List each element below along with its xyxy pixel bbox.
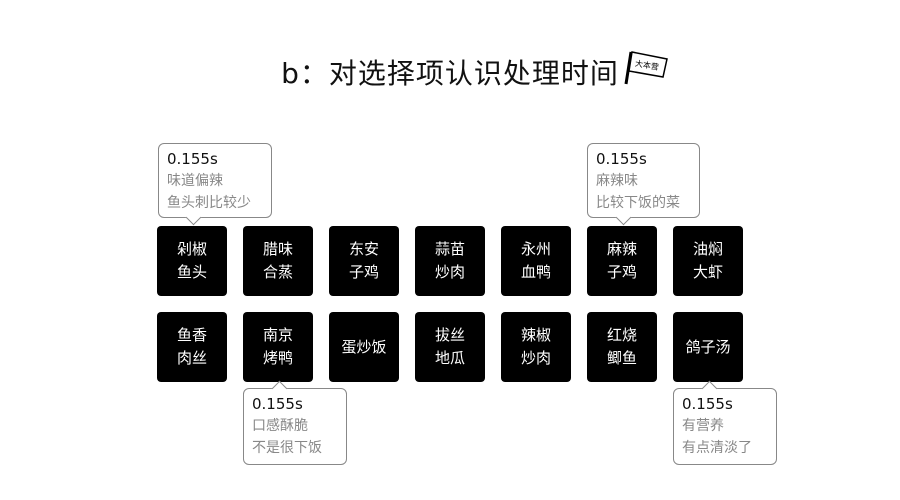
tooltip-line: 味道偏辣 (167, 173, 223, 189)
tooltip-line: 不是很下饭 (252, 440, 322, 456)
dish-option-tile[interactable]: 麻辣 子鸡 (587, 226, 657, 296)
dish-option-tile[interactable]: 蒜苗 炒肉 (415, 226, 485, 296)
tooltip-time: 0.155s (167, 150, 218, 168)
svg-text:大本营: 大本营 (634, 58, 659, 72)
dish-option-tile[interactable]: 蛋炒饭 (329, 312, 399, 382)
dish-option-tile[interactable]: 辣椒 炒肉 (501, 312, 571, 382)
tooltip-line: 比较下饭的菜 (596, 195, 680, 211)
tooltip-line: 麻辣味 (596, 173, 638, 189)
tooltip-gezi-tang: 0.155s 有营养 有点清淡了 (673, 380, 777, 465)
dish-option-tile[interactable]: 腊味 合蒸 (243, 226, 313, 296)
dish-option-tile[interactable]: 永州 血鸭 (501, 226, 571, 296)
tooltip-time: 0.155s (252, 395, 303, 413)
page-title: b：对选择项认识处理时间 (281, 57, 619, 90)
tooltip-duojiao-yutou: 0.155s 味道偏辣 鱼头刺比较少 (158, 143, 272, 226)
tooltip-line: 口感酥脆 (252, 418, 308, 434)
tooltip-line: 鱼头刺比较少 (167, 195, 251, 211)
dish-option-tile[interactable]: 拔丝 地瓜 (415, 312, 485, 382)
dish-option-tile[interactable]: 东安 子鸡 (329, 226, 399, 296)
tooltip-line: 有点清淡了 (682, 440, 752, 456)
dish-option-tile[interactable]: 红烧 鲫鱼 (587, 312, 657, 382)
tooltip-time: 0.155s (596, 150, 647, 168)
dish-option-tile[interactable]: 南京 烤鸭 (243, 312, 313, 382)
flag-logo-icon: 大本营 (624, 51, 668, 85)
tooltip-mala-ziji: 0.155s 麻辣味 比较下饭的菜 (587, 143, 700, 226)
dish-option-tile[interactable]: 剁椒 鱼头 (157, 226, 227, 296)
tooltip-nanjing-kaoya: 0.155s 口感酥脆 不是很下饭 (243, 380, 347, 465)
dish-option-tile[interactable]: 鸽子汤 (673, 312, 743, 382)
tooltip-line: 有营养 (682, 418, 724, 434)
dish-option-tile[interactable]: 油焖 大虾 (673, 226, 743, 296)
tooltip-time: 0.155s (682, 395, 733, 413)
dish-option-tile[interactable]: 鱼香 肉丝 (157, 312, 227, 382)
